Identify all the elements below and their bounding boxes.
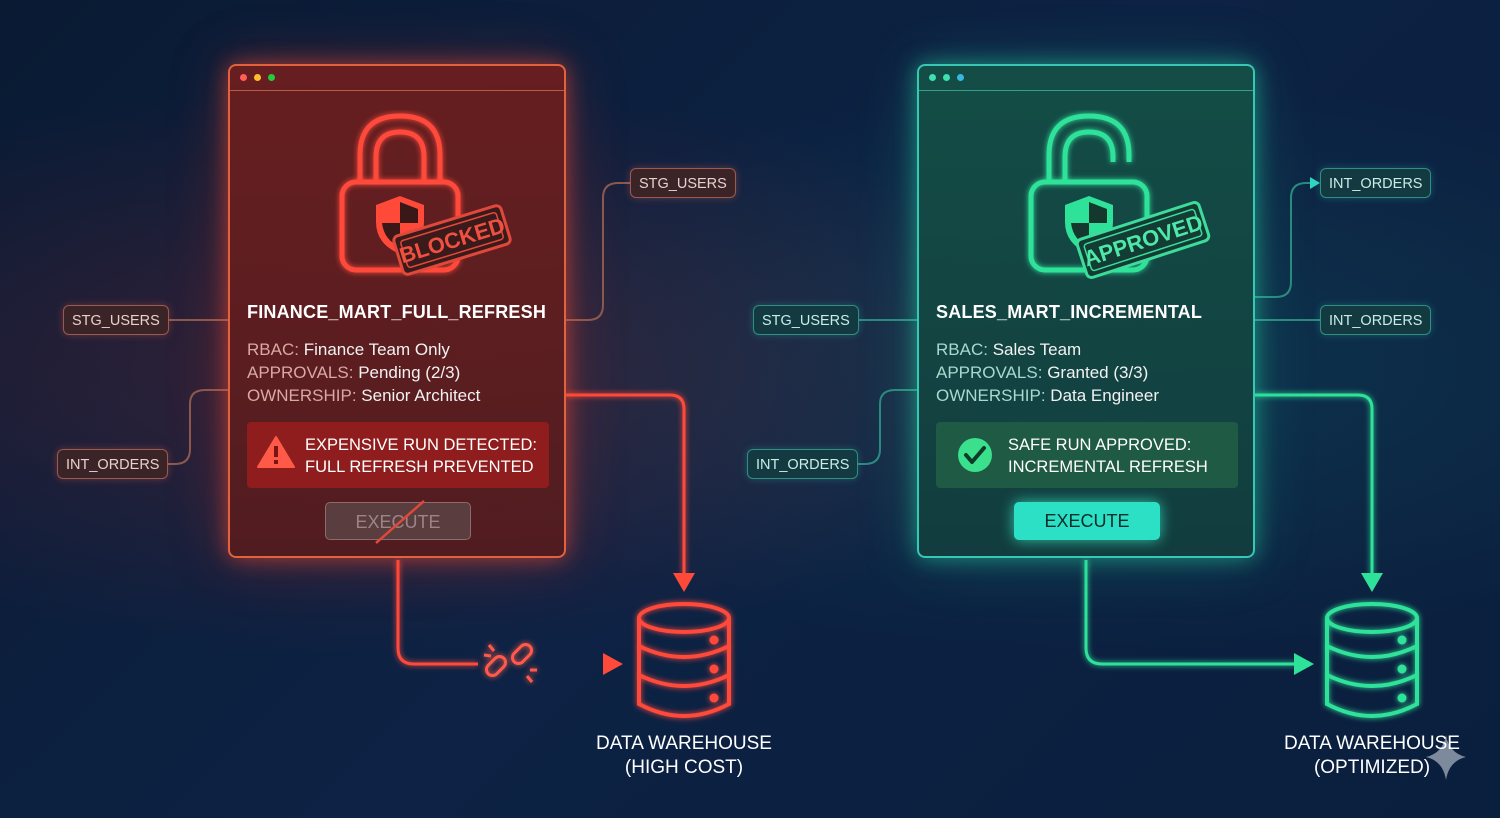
approvals-row: APPROVALS: Pending (2/3)	[247, 363, 461, 382]
wire-bottom-right	[1084, 560, 1296, 666]
warehouse-label-right: DATA WAREHOUSE(OPTIMIZED)	[1284, 733, 1460, 778]
database-icon-left	[637, 602, 731, 718]
maximize-dot-icon[interactable]	[957, 74, 964, 81]
chip-int-orders-left[interactable]: INT_ORDERS	[57, 449, 169, 479]
strike-slash-icon	[375, 500, 425, 544]
alert-line-1: EXPENSIVE RUN DETECTED:	[305, 436, 537, 454]
maximize-dot-icon[interactable]	[268, 74, 275, 81]
arrow-head-right-right	[1294, 653, 1314, 675]
rbac-row: RBAC: Sales Team	[936, 340, 1082, 359]
broken-link-icon	[483, 642, 537, 683]
approved-job-window: APPROVED SALES_MART_INCREMENTAL RBAC: Sa…	[917, 64, 1255, 558]
wire-stg-users-out-left	[566, 182, 630, 321]
warning-icon	[257, 436, 295, 468]
arrow-head-left-down	[673, 573, 695, 592]
wire-int-orders-out-right-1	[1255, 182, 1312, 298]
ownership-row: OWNERSHIP: Senior Architect	[247, 386, 481, 405]
window-titlebar	[230, 66, 564, 91]
lock-closed-icon: BLOCKED	[339, 113, 512, 276]
chip-int-orders-output-right-2[interactable]: INT_ORDERS	[1320, 305, 1432, 335]
ownership-row: OWNERSHIP: Data Engineer	[936, 386, 1159, 405]
arrow-head-left-right	[603, 653, 623, 675]
close-dot-icon[interactable]	[929, 74, 936, 81]
minimize-dot-icon[interactable]	[254, 74, 261, 81]
minimize-dot-icon[interactable]	[943, 74, 950, 81]
wire-bottom-left	[396, 560, 478, 666]
blocked-stamp: BLOCKED	[392, 204, 512, 276]
arrow-head-right-top	[1310, 177, 1320, 189]
warehouse-label-left: DATA WAREHOUSE(HIGH COST)	[596, 733, 772, 778]
close-dot-icon[interactable]	[240, 74, 247, 81]
wire-to-warehouse-right	[1255, 393, 1374, 575]
sparkle-icon	[1426, 735, 1466, 780]
safe-run-alert: SAFE RUN APPROVED: INCREMENTAL REFRESH	[936, 422, 1238, 488]
execute-button[interactable]: EXECUTE	[1014, 502, 1160, 540]
window-titlebar	[919, 66, 1253, 91]
arrow-head-right-down	[1361, 573, 1383, 592]
chip-int-orders-output-right-1[interactable]: INT_ORDERS	[1320, 168, 1432, 198]
blocked-job-window: BLOCKED FINANCE_MART_FULL_REFRESH RBAC: …	[228, 64, 566, 558]
chip-stg-users-right[interactable]: STG_USERS	[753, 305, 859, 335]
job-name: SALES_MART_INCREMENTAL	[936, 302, 1203, 322]
wire-int-orders-in-left	[162, 389, 228, 465]
chip-stg-users-output-left[interactable]: STG_USERS	[630, 168, 736, 198]
alert-line-2: FULL REFRESH PREVENTED	[305, 458, 534, 476]
alert-line-2: INCREMENTAL REFRESH	[1008, 458, 1208, 476]
lock-open-icon: APPROVED	[1028, 113, 1211, 279]
execute-button-disabled[interactable]: EXECUTE	[325, 500, 471, 544]
alert-line-1: SAFE RUN APPROVED:	[1008, 436, 1192, 454]
wire-to-warehouse-left	[566, 393, 686, 575]
chip-int-orders-right[interactable]: INT_ORDERS	[747, 449, 859, 479]
rbac-row: RBAC: Finance Team Only	[247, 340, 450, 359]
database-icon-right	[1325, 602, 1419, 718]
cost-alert: EXPENSIVE RUN DETECTED: FULL REFRESH PREV…	[247, 422, 549, 488]
chip-stg-users-left[interactable]: STG_USERS	[63, 305, 169, 335]
approvals-row: APPROVALS: Granted (3/3)	[936, 363, 1149, 382]
wire-int-orders-in-right	[852, 389, 917, 465]
job-name: FINANCE_MART_FULL_REFRESH	[247, 302, 547, 322]
check-circle-icon	[958, 438, 992, 472]
